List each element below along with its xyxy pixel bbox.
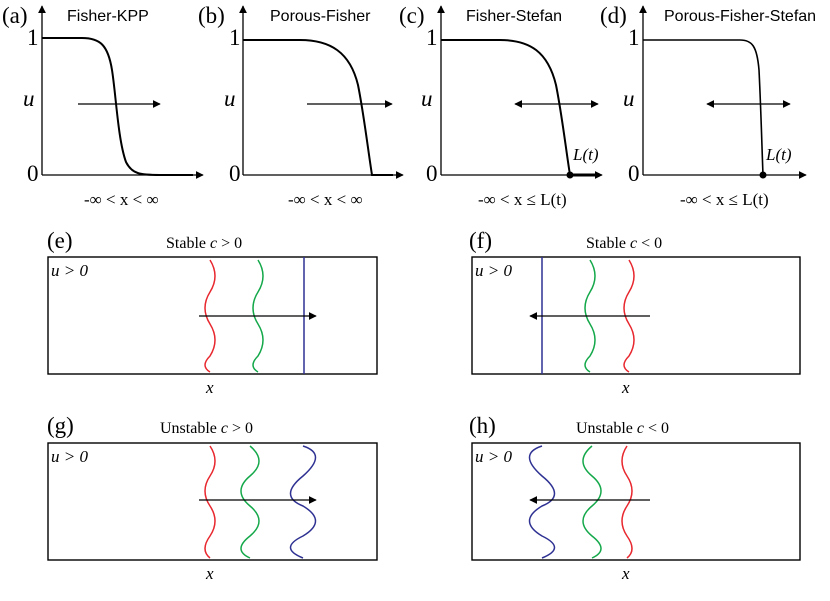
domain-box (47, 256, 378, 375)
panel-title: Unstable c < 0 (576, 420, 669, 437)
front-green (584, 259, 596, 373)
front-red (204, 445, 216, 559)
y-tick-0: 0 (426, 161, 438, 186)
domain-label: -∞ < x < ∞ (288, 190, 363, 209)
y-tick-1: 1 (27, 25, 39, 50)
x-axis-label: x (205, 564, 214, 583)
domain-label: -∞ < x < ∞ (84, 190, 159, 209)
y-tick-0: 0 (628, 161, 640, 186)
panel-title: Porous-Fisher (270, 8, 371, 25)
panel-label: (h) (469, 413, 496, 438)
panel-g: (g) Unstable c > 0 u > 0 x (47, 413, 378, 583)
region-label: u > 0 (51, 261, 88, 280)
y-tick-0: 0 (27, 161, 39, 186)
panel-b: (b) Porous-Fisher 1 0 u -∞ < x < ∞ (198, 3, 404, 209)
wave-profile (441, 39, 571, 176)
panel-e: (e) Stable c > 0 u > 0 x (47, 228, 378, 397)
front-green (582, 445, 602, 559)
front-red (621, 445, 633, 559)
region-label: u > 0 (51, 447, 88, 466)
front-red (623, 259, 635, 373)
front-blue (528, 445, 556, 559)
panel-label: (e) (47, 228, 73, 253)
front-blue (289, 445, 317, 559)
wave-profile (643, 39, 764, 176)
front-green (240, 445, 260, 559)
panel-a: (a) Fisher-KPP 1 0 u -∞ < x < ∞ (2, 3, 204, 209)
domain-box (471, 442, 801, 561)
panel-label: (c) (399, 3, 425, 28)
y-tick-1: 1 (628, 25, 640, 50)
region-label: u > 0 (475, 261, 512, 280)
y-axis-label: u (623, 86, 635, 111)
x-axis-label: x (621, 378, 630, 397)
y-tick-1: 1 (229, 25, 241, 50)
panel-label: (f) (469, 228, 492, 253)
panel-f: (f) Stable c < 0 u > 0 x (469, 228, 801, 397)
domain-label: -∞ < x ≤ L(t) (680, 190, 769, 209)
domain-label: -∞ < x ≤ L(t) (478, 190, 567, 209)
y-axis-label: u (421, 86, 433, 111)
domain-box (471, 256, 801, 375)
panel-title: Unstable c > 0 (160, 420, 253, 437)
wave-profile (42, 37, 193, 176)
x-axis-label: x (205, 378, 214, 397)
boundary-label: L(t) (765, 145, 792, 164)
y-axis-label: u (23, 86, 35, 111)
panel-title: Fisher-Stefan (466, 8, 562, 25)
boundary-point (759, 171, 767, 179)
panel-d: (d) Porous-Fisher-Stefan 1 0 u L(t) -∞ <… (600, 3, 816, 209)
domain-box (47, 442, 378, 561)
panel-label: (b) (198, 3, 225, 28)
y-tick-1: 1 (426, 25, 438, 50)
panel-c: (c) Fisher-Stefan 1 0 u L(t) -∞ < x ≤ L(… (399, 3, 603, 209)
panel-h: (h) Unstable c < 0 u > 0 x (469, 413, 801, 583)
y-tick-0: 0 (229, 161, 241, 186)
wave-profile (243, 39, 393, 176)
panel-label: (d) (600, 3, 627, 28)
panel-label: (g) (47, 413, 74, 438)
front-red (204, 259, 216, 373)
x-axis-label: x (621, 564, 630, 583)
y-axis-label: u (224, 86, 236, 111)
panel-label: (a) (2, 3, 28, 28)
panel-title: Fisher-KPP (67, 8, 149, 25)
panel-title: Porous-Fisher-Stefan (664, 8, 816, 25)
panel-title: Stable c > 0 (166, 235, 242, 252)
panel-title: Stable c < 0 (586, 235, 662, 252)
region-label: u > 0 (475, 447, 512, 466)
front-green (252, 259, 264, 373)
boundary-label: L(t) (572, 145, 599, 164)
